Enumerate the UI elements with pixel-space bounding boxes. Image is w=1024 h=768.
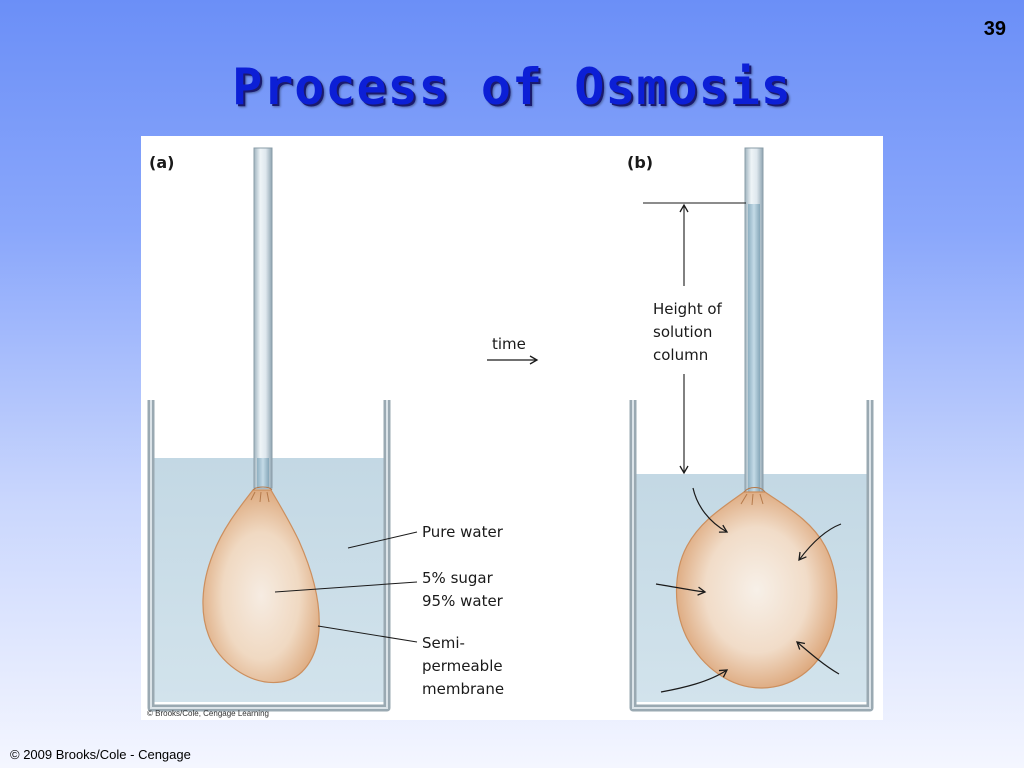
panel-a-label: (a) — [149, 153, 174, 172]
membrane-leader — [317, 625, 418, 643]
flow-arrow-5 — [660, 669, 729, 693]
pure-water-leader — [347, 531, 418, 549]
slide-title: Process of Osmosis — [232, 58, 792, 116]
height-label-line3: column — [653, 346, 708, 364]
tube-a — [253, 147, 273, 489]
membrane-label-line1: Semi- — [422, 634, 465, 652]
sugar-label-line1: 5% sugar — [422, 569, 494, 587]
tube-b — [744, 147, 764, 493]
height-label-line1: Height of — [653, 300, 723, 318]
flow-arrow-3 — [655, 583, 707, 596]
pure-water-label: Pure water — [422, 523, 504, 541]
figure-credit: © Brooks/Cole, Cengage Learning — [147, 709, 269, 718]
sugar-leader — [274, 581, 418, 593]
membrane-bag-a — [202, 486, 320, 684]
height-label-line2: solution — [653, 323, 712, 341]
membrane-bag-b — [675, 487, 838, 689]
water-flow-arrows — [655, 487, 842, 693]
membrane-label-line2: permeable — [422, 657, 503, 675]
sugar-label-line2: 95% water — [422, 592, 504, 610]
osmosis-illustration: (a) time (b) Height of solution column — [147, 147, 874, 718]
flow-arrow-2 — [798, 523, 842, 562]
osmosis-figure: (a) time (b) Height of solution column — [141, 136, 883, 720]
flow-arrow-1 — [692, 487, 729, 533]
footer-copyright: © 2009 Brooks/Cole - Cengage — [10, 747, 191, 762]
flow-arrow-4 — [796, 641, 840, 675]
slide-number: 39 — [983, 18, 1006, 40]
time-label: time — [492, 335, 526, 353]
panel-b-label: (b) — [627, 153, 653, 172]
membrane-label-line3: membrane — [422, 680, 504, 698]
